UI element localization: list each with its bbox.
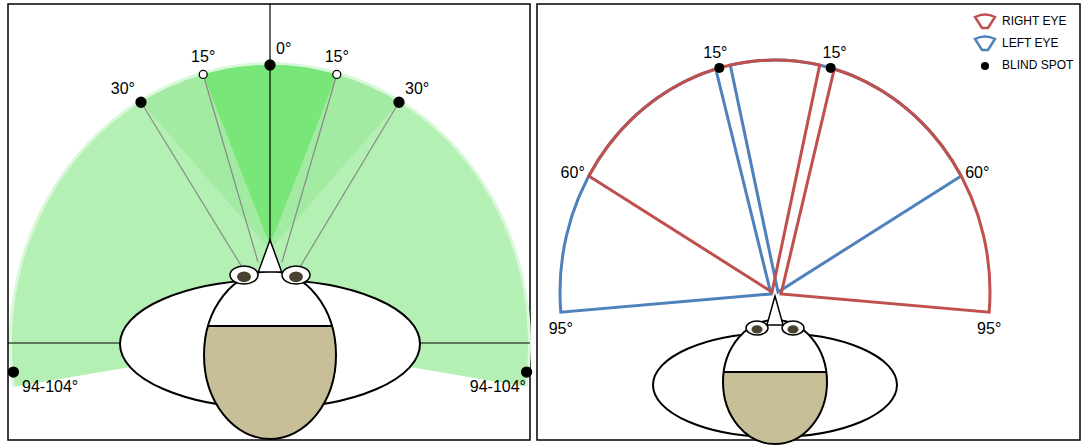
ray-line [297,102,399,272]
legend-text: LEFT EYE [1002,37,1058,50]
angle-dot [333,70,341,78]
angle-label: 95° [977,320,1001,338]
angle-label: 60° [965,164,989,182]
ray-line [141,102,245,272]
bird-pupil [752,325,763,333]
angle-label: 30° [111,80,135,98]
right-eye-field [781,69,990,312]
bird-eye [746,321,768,335]
bird-eye [230,266,258,284]
legend-text: BLIND SPOT [1002,59,1073,72]
bird-beak [258,240,281,272]
angle-label: 15° [703,44,727,62]
legend-wedge [975,37,995,51]
blind-spot-dot [826,63,836,73]
right-field [560,60,990,312]
blind-spot-dot [714,63,724,73]
legend [975,15,995,71]
bird-eye [282,266,310,284]
bird-back [723,372,827,446]
bird-head-outline [723,320,827,444]
angle-label: 95° [549,320,573,338]
legend-text: RIGHT EYE [1002,15,1066,28]
legend-wedge [975,15,995,29]
ray-line [282,74,337,262]
bird-head-outline [204,271,336,439]
angle-label: 15° [191,48,215,66]
angle-label: 0° [276,40,291,58]
bird-pupil [788,325,799,333]
angle-label: 30° [405,80,429,98]
angle-dot [8,367,18,377]
bird-eye [782,321,804,335]
angle-label: 15° [823,44,847,62]
right-eye-field [589,60,820,292]
angle-dot [199,70,207,78]
bird-back [204,326,336,446]
bird-pupil [289,271,303,282]
bird-left [120,240,420,446]
bird-pupil [237,271,251,282]
angle-label: 15° [325,48,349,66]
bird-divider [723,371,827,373]
angle-label: 60° [561,164,585,182]
legend-swatch [975,37,995,51]
bird-beak [767,296,783,325]
angle-dot [136,97,146,107]
legend-swatch [975,15,995,29]
angle-dot [394,97,404,107]
ray-line [203,74,258,262]
legend-dot [981,62,989,70]
legend-swatch [981,62,989,70]
bird-right [653,296,897,446]
angle-label: 94-104° [22,378,78,396]
angle-dot [522,367,532,377]
left-eye-field [730,60,961,292]
bird-divider [204,325,336,327]
angle-dot [265,60,275,70]
angle-label: 94-104° [470,378,526,396]
